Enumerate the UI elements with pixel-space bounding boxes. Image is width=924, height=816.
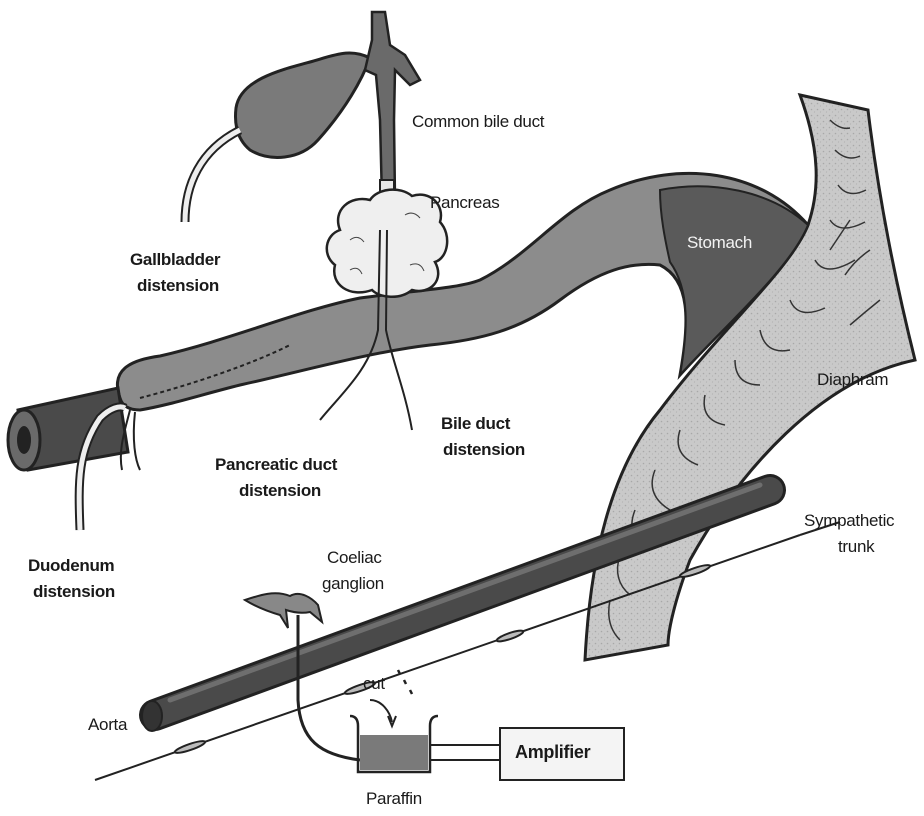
amplifier-label: Amplifier: [515, 742, 590, 764]
cut-mark: [398, 670, 412, 694]
bile-duct-distension-label-line2: distension: [443, 440, 525, 460]
diaphragm-label: Diaphram: [817, 370, 888, 390]
coeliac-ganglion-label-line1: Coeliac: [327, 548, 382, 568]
pancreatic-duct-distension-label-line1: Pancreatic duct: [215, 455, 337, 475]
recording-leads: [430, 745, 499, 760]
coeliac-ganglion: [245, 593, 322, 628]
gallbladder-distension-label-line1: Gallbladder: [130, 250, 220, 270]
gallbladder: [236, 53, 370, 157]
aorta-end: [142, 701, 162, 731]
common-bile-duct-label: Common bile duct: [412, 112, 544, 132]
gallbladder-distension-label-line2: distension: [137, 276, 219, 296]
sympathetic-trunk-label-line2: trunk: [838, 537, 874, 557]
cut-label: cut: [363, 674, 385, 694]
sympathetic-trunk: [95, 522, 840, 780]
sympathetic-trunk-label-line1: Sympathetic: [804, 511, 894, 531]
common-bile-duct: [365, 12, 420, 200]
aorta-label: Aorta: [88, 715, 127, 735]
duodenum-tube: [8, 388, 128, 470]
paraffin-liquid: [360, 735, 428, 770]
pancreatic-duct-distension-label-line2: distension: [239, 481, 321, 501]
pancreas-label: Pancreas: [430, 193, 499, 213]
duodenum-distension-label-line2: distension: [33, 582, 115, 602]
amplifier-box: Amplifier: [499, 727, 625, 781]
paraffin-label: Paraffin: [366, 789, 422, 809]
bile-duct-distension-label-line1: Bile duct: [441, 414, 510, 434]
stomach-label: Stomach: [687, 233, 752, 253]
coeliac-ganglion-label-line2: ganglion: [322, 574, 384, 594]
duodenum-distension-label-line1: Duodenum: [28, 556, 114, 576]
